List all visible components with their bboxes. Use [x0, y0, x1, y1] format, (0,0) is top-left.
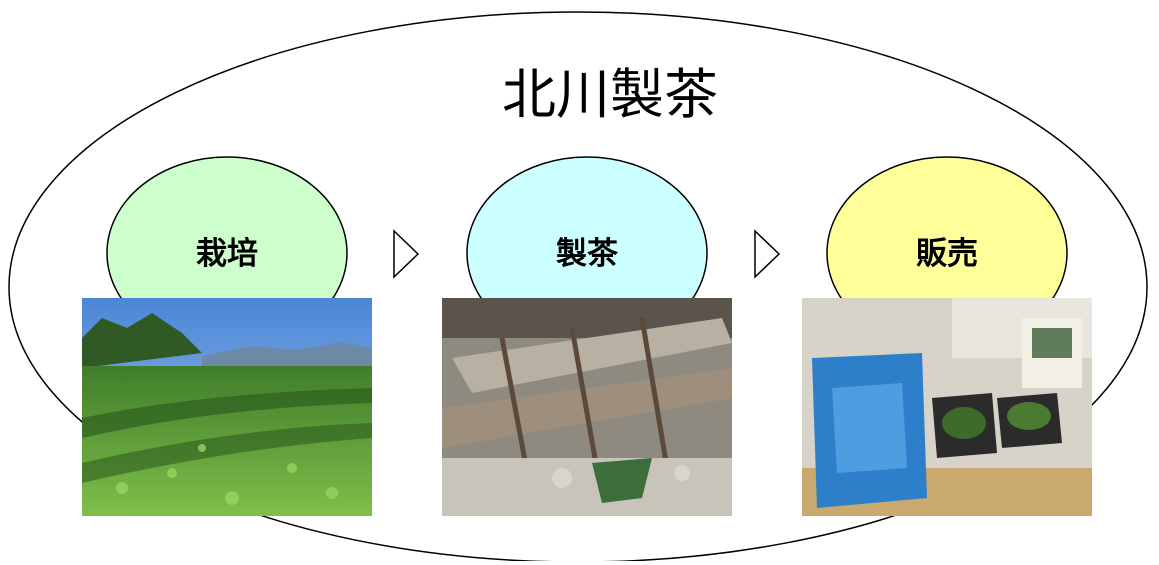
diagram-title: 北川製茶 [502, 63, 718, 126]
tea-sales-photo [802, 298, 1092, 516]
step-processing-label: 製茶 [556, 236, 619, 272]
arrow-processing-to-sales [754, 229, 781, 279]
step-sales-label: 販売 [916, 236, 978, 272]
arrow-cultivation-to-processing [393, 229, 420, 279]
tea-processing-photo [442, 298, 732, 516]
step-cultivation-label: 栽培 [196, 236, 258, 272]
tea-field-photo [82, 298, 372, 516]
